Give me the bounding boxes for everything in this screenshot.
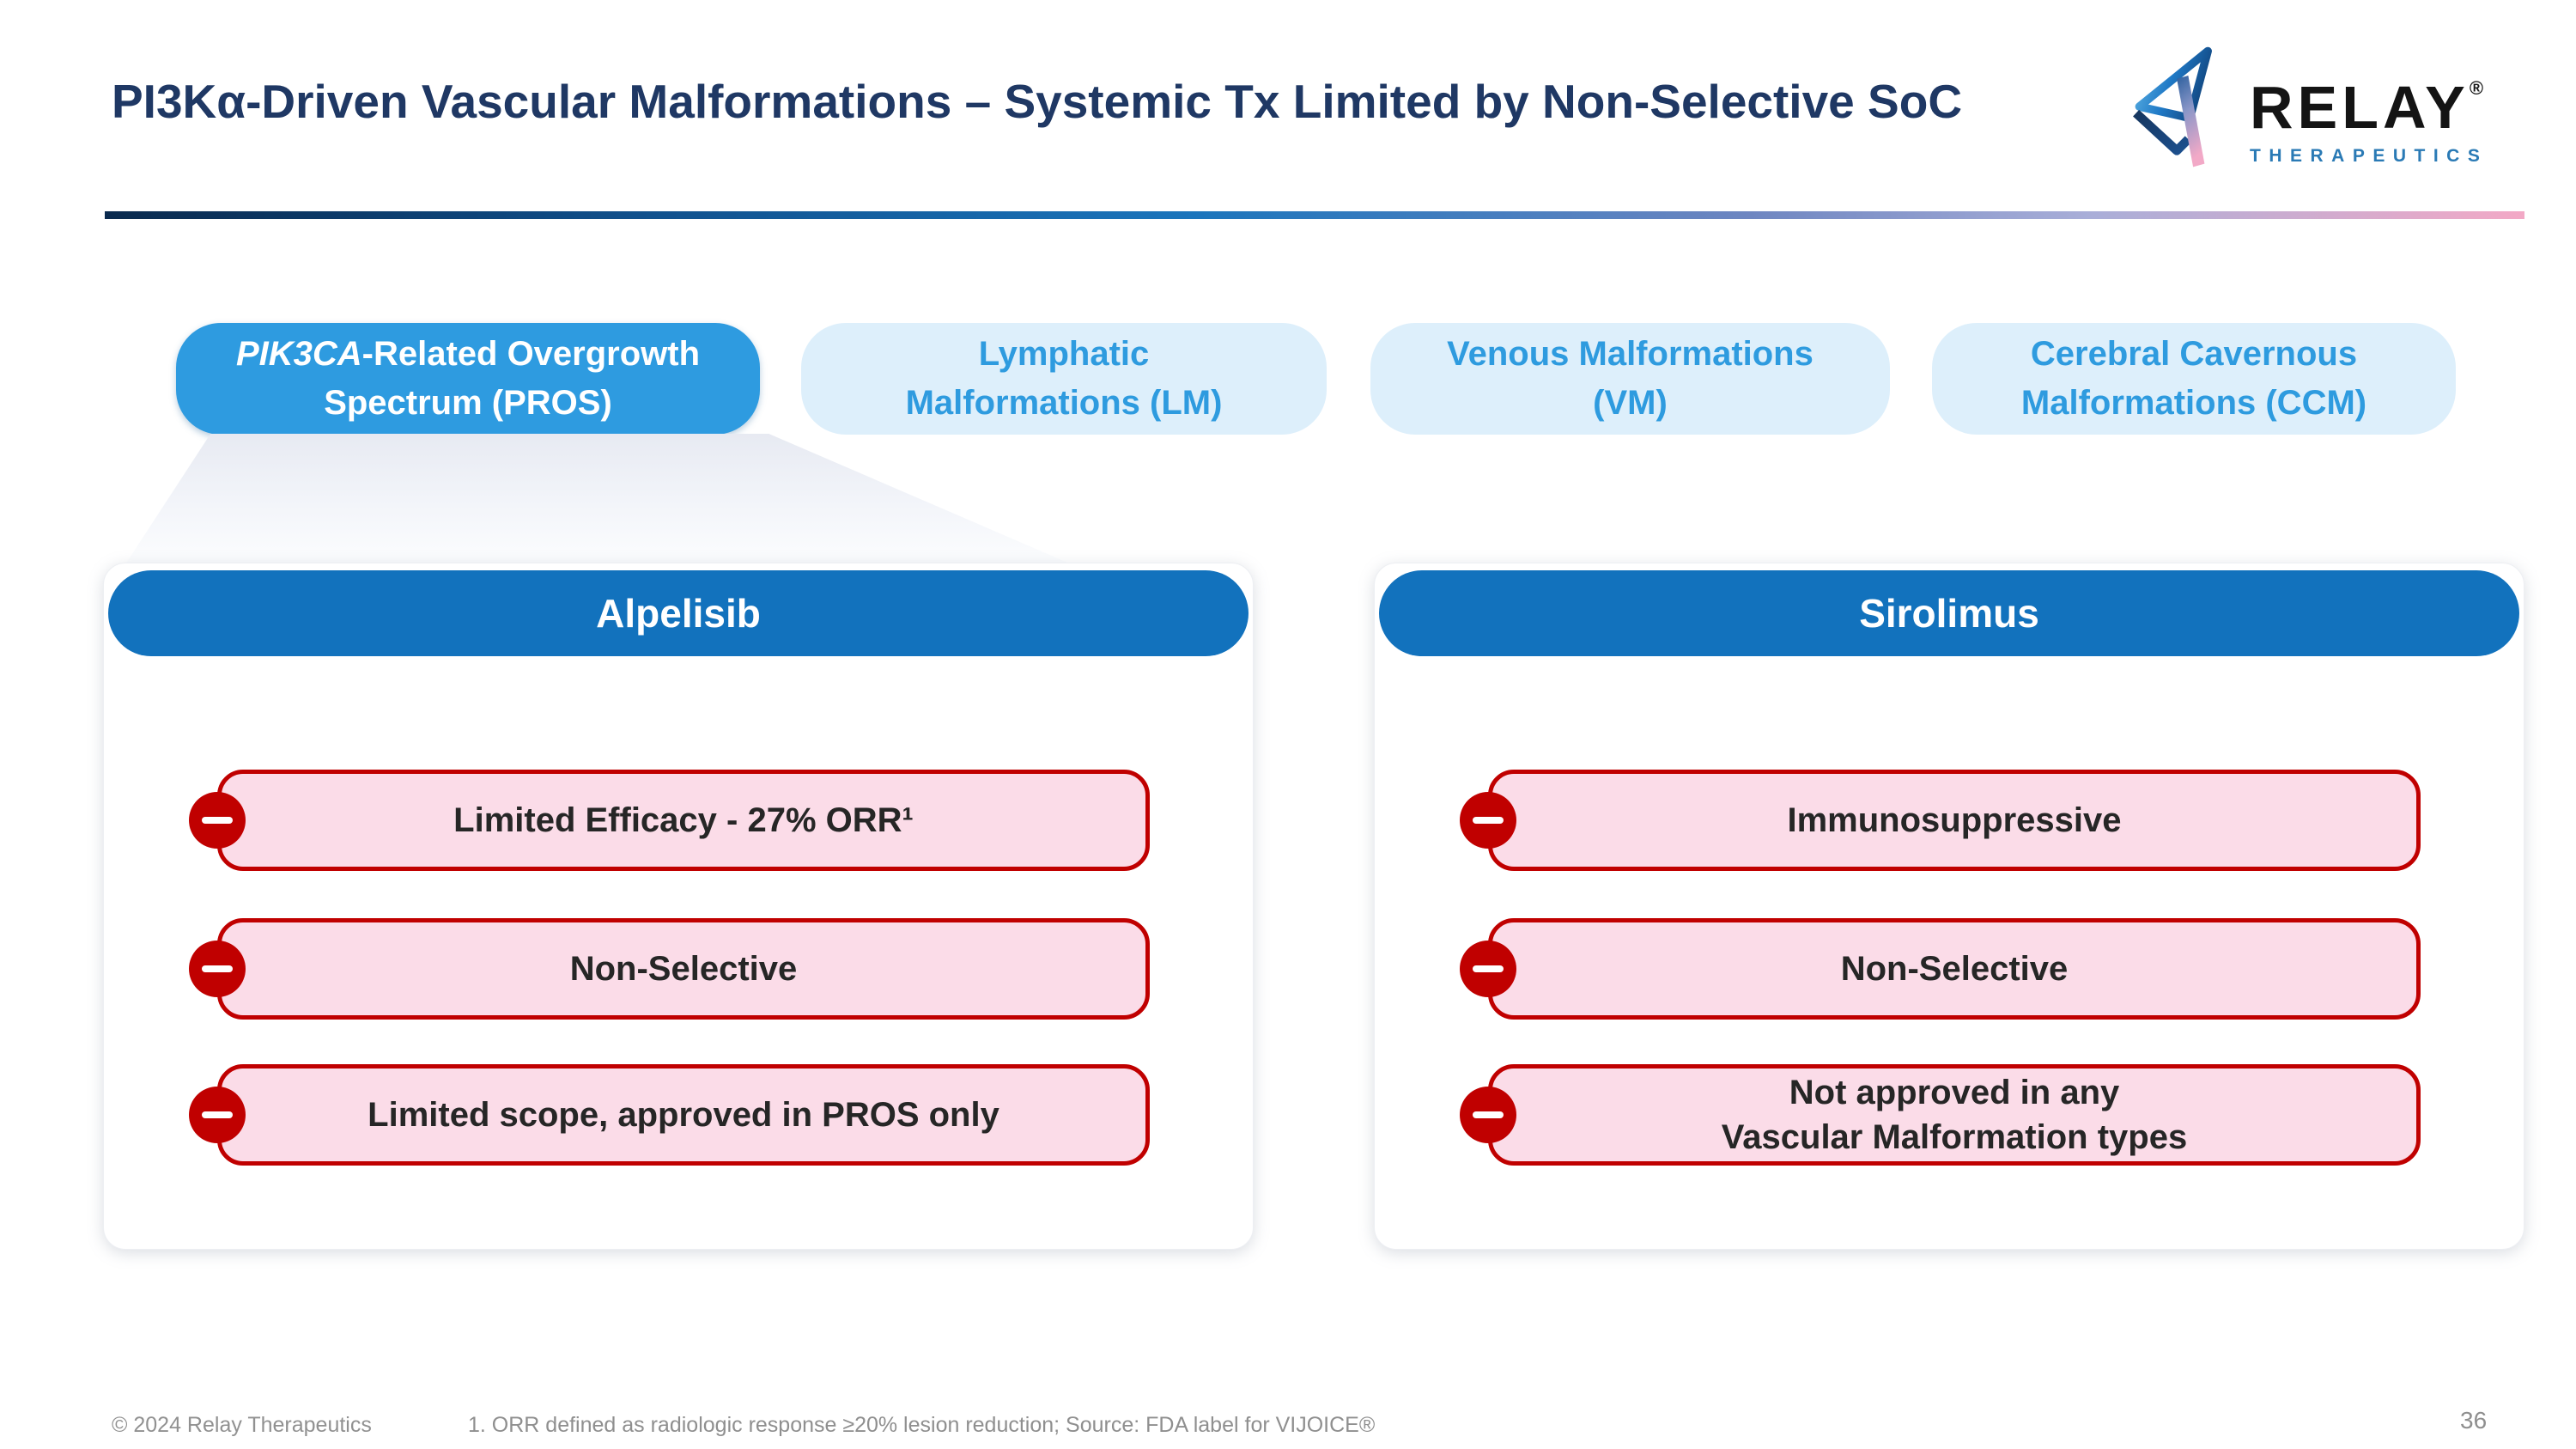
tab-ccm-line2: Malformations (CCM) [2020, 384, 2367, 422]
tab-pros-rest: -Related Overgrowth [361, 335, 701, 374]
limitation-item: Limited scope, approved in PROS only [189, 1064, 1150, 1166]
tab-lm-line2: Malformations (LM) [905, 384, 1223, 422]
limitation-label: Limited Efficacy - 27% ORR¹ [453, 801, 914, 839]
tab-ccm-line1: Cerebral Cavernous [2030, 335, 2358, 374]
minus-icon [1460, 1087, 1516, 1143]
tab-vm-line2: (VM) [1593, 384, 1668, 422]
limitation-item: Not approved in any Vascular Malformatio… [1460, 1064, 2421, 1166]
logo-brand-word: RELAY [2250, 74, 2470, 141]
minus-icon [189, 941, 246, 997]
logo-brand-text: RELAY® [2250, 77, 2488, 137]
limitation-label: Not approved in any Vascular Malformatio… [1721, 1074, 2188, 1156]
page-number: 36 [2460, 1407, 2488, 1434]
footnote-text: 1. ORR defined as radiologic response ≥2… [468, 1413, 1376, 1437]
highlight-funnel [125, 434, 1072, 564]
tab-pros-line1: PIK3CA-Related Overgrowth [236, 330, 700, 379]
limitation-item: Non-Selective [1460, 918, 2421, 1020]
card-sirolimus: Sirolimus Immunosuppressive Non-Selectiv… [1374, 563, 2524, 1250]
limitation-label: Immunosuppressive [1787, 801, 2122, 839]
limitation-item: Immunosuppressive [1460, 770, 2421, 871]
page-title: PI3Kα-Driven Vascular Malformations – Sy… [112, 75, 1963, 128]
tab-lymphatic-malformations[interactable]: Lymphatic Malformations (LM) [801, 323, 1327, 435]
limitation-item: Non-Selective [189, 918, 1150, 1020]
logo-subbrand-text: THERAPEUTICS [2250, 146, 2488, 166]
relay-logo-icon [2133, 46, 2212, 167]
minus-icon [189, 1087, 246, 1143]
tab-venous-malformations[interactable]: Venous Malformations (VM) [1370, 323, 1890, 435]
card-alpelisib: Alpelisib Limited Efficacy - 27% ORR¹ No… [103, 563, 1254, 1250]
limitation-label: Limited scope, approved in PROS only [368, 1096, 999, 1134]
relay-logo-text: RELAY® THERAPEUTICS [2250, 77, 2488, 167]
tab-cerebral-cavernous-malformations[interactable]: Cerebral Cavernous Malformations (CCM) [1932, 323, 2456, 435]
minus-icon [1460, 792, 1516, 849]
registered-mark: ® [2469, 77, 2484, 99]
tab-lm-line1: Lymphatic [978, 335, 1150, 374]
title-divider [105, 211, 2524, 219]
limitation-label: Non-Selective [569, 950, 798, 988]
limitation-label: Non-Selective [1840, 950, 2069, 988]
card-alpelisib-title: Alpelisib [108, 570, 1249, 656]
card-sirolimus-title: Sirolimus [1379, 570, 2519, 656]
minus-icon [1460, 941, 1516, 997]
copyright-text: © 2024 Relay Therapeutics [112, 1413, 372, 1437]
tab-pros-gene: PIK3CA [235, 335, 362, 374]
tab-pros[interactable]: PIK3CA-Related Overgrowth Spectrum (PROS… [176, 323, 760, 435]
tab-pros-line2: Spectrum (PROS) [324, 384, 612, 422]
relay-logo: RELAY® THERAPEUTICS [2128, 36, 2531, 182]
minus-icon [189, 792, 246, 849]
limitation-item: Limited Efficacy - 27% ORR¹ [189, 770, 1150, 871]
tab-vm-line1: Venous Malformations [1447, 335, 1814, 374]
